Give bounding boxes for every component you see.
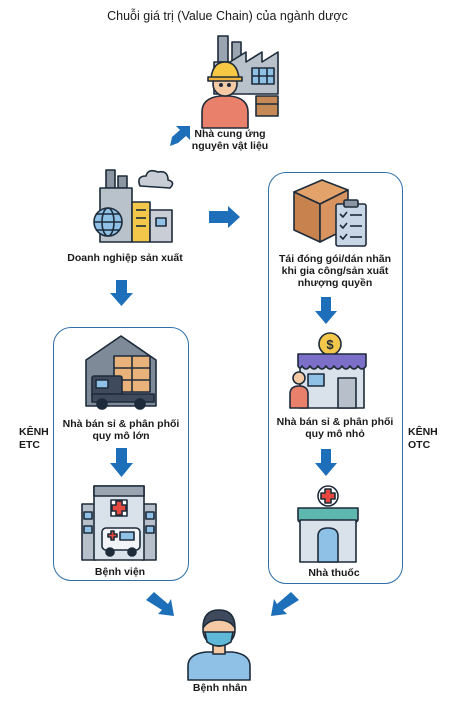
otc-channel-label: KÊNH OTC (408, 426, 438, 451)
wholesaler-small-label: Nhà bán sỉ & phân phối quy mô nhỏ (276, 416, 394, 440)
otc-channel-panel (268, 172, 403, 584)
patient-label: Bệnh nhân (192, 682, 248, 694)
pharmacy-label: Nhà thuốc (308, 567, 360, 579)
arrow-manufacturer-to-wholesaler-large (110, 280, 133, 306)
repackager-label: Tái đóng gói/dán nhãn khi gia công/sản x… (279, 253, 391, 289)
supplier-label: Nhà cung ứng nguyên vật liệu (191, 128, 269, 152)
arrow-wholesaler-small-to-pharmacy (315, 449, 337, 476)
diagram-title: Chuỗi giá trị (Value Chain) của ngành dư… (107, 9, 348, 23)
arrow-supplier-to-manufacturer (170, 126, 190, 146)
masked-patient-icon (187, 609, 251, 681)
pharmacy-icon (297, 485, 359, 563)
factory-worker-icon (201, 35, 279, 129)
warehouse-truck-icon (85, 335, 157, 410)
store-dollar-icon: $ (289, 332, 367, 409)
package-checklist-icon (293, 179, 367, 247)
wholesaler-large-label: Nhà bán sỉ & phân phối quy mô lớn (62, 418, 180, 442)
hospital-icon (81, 485, 157, 561)
industrial-plant-icon (93, 169, 174, 243)
arrow-manufacturer-to-repackager (209, 206, 240, 228)
arrow-repackager-to-wholesaler-small (315, 297, 337, 324)
arrow-pharmacy-to-patient (271, 592, 299, 616)
arrow-hospital-to-patient (146, 592, 174, 616)
hospital-label: Bệnh viện (94, 566, 146, 578)
manufacturer-label: Doanh nghiệp sản xuất (67, 252, 183, 264)
arrow-wholesaler-large-to-hospital (110, 448, 133, 477)
etc-channel-label: KÊNH ETC (19, 426, 49, 451)
svg-text:$: $ (326, 337, 334, 352)
etc-channel-panel (53, 327, 189, 581)
